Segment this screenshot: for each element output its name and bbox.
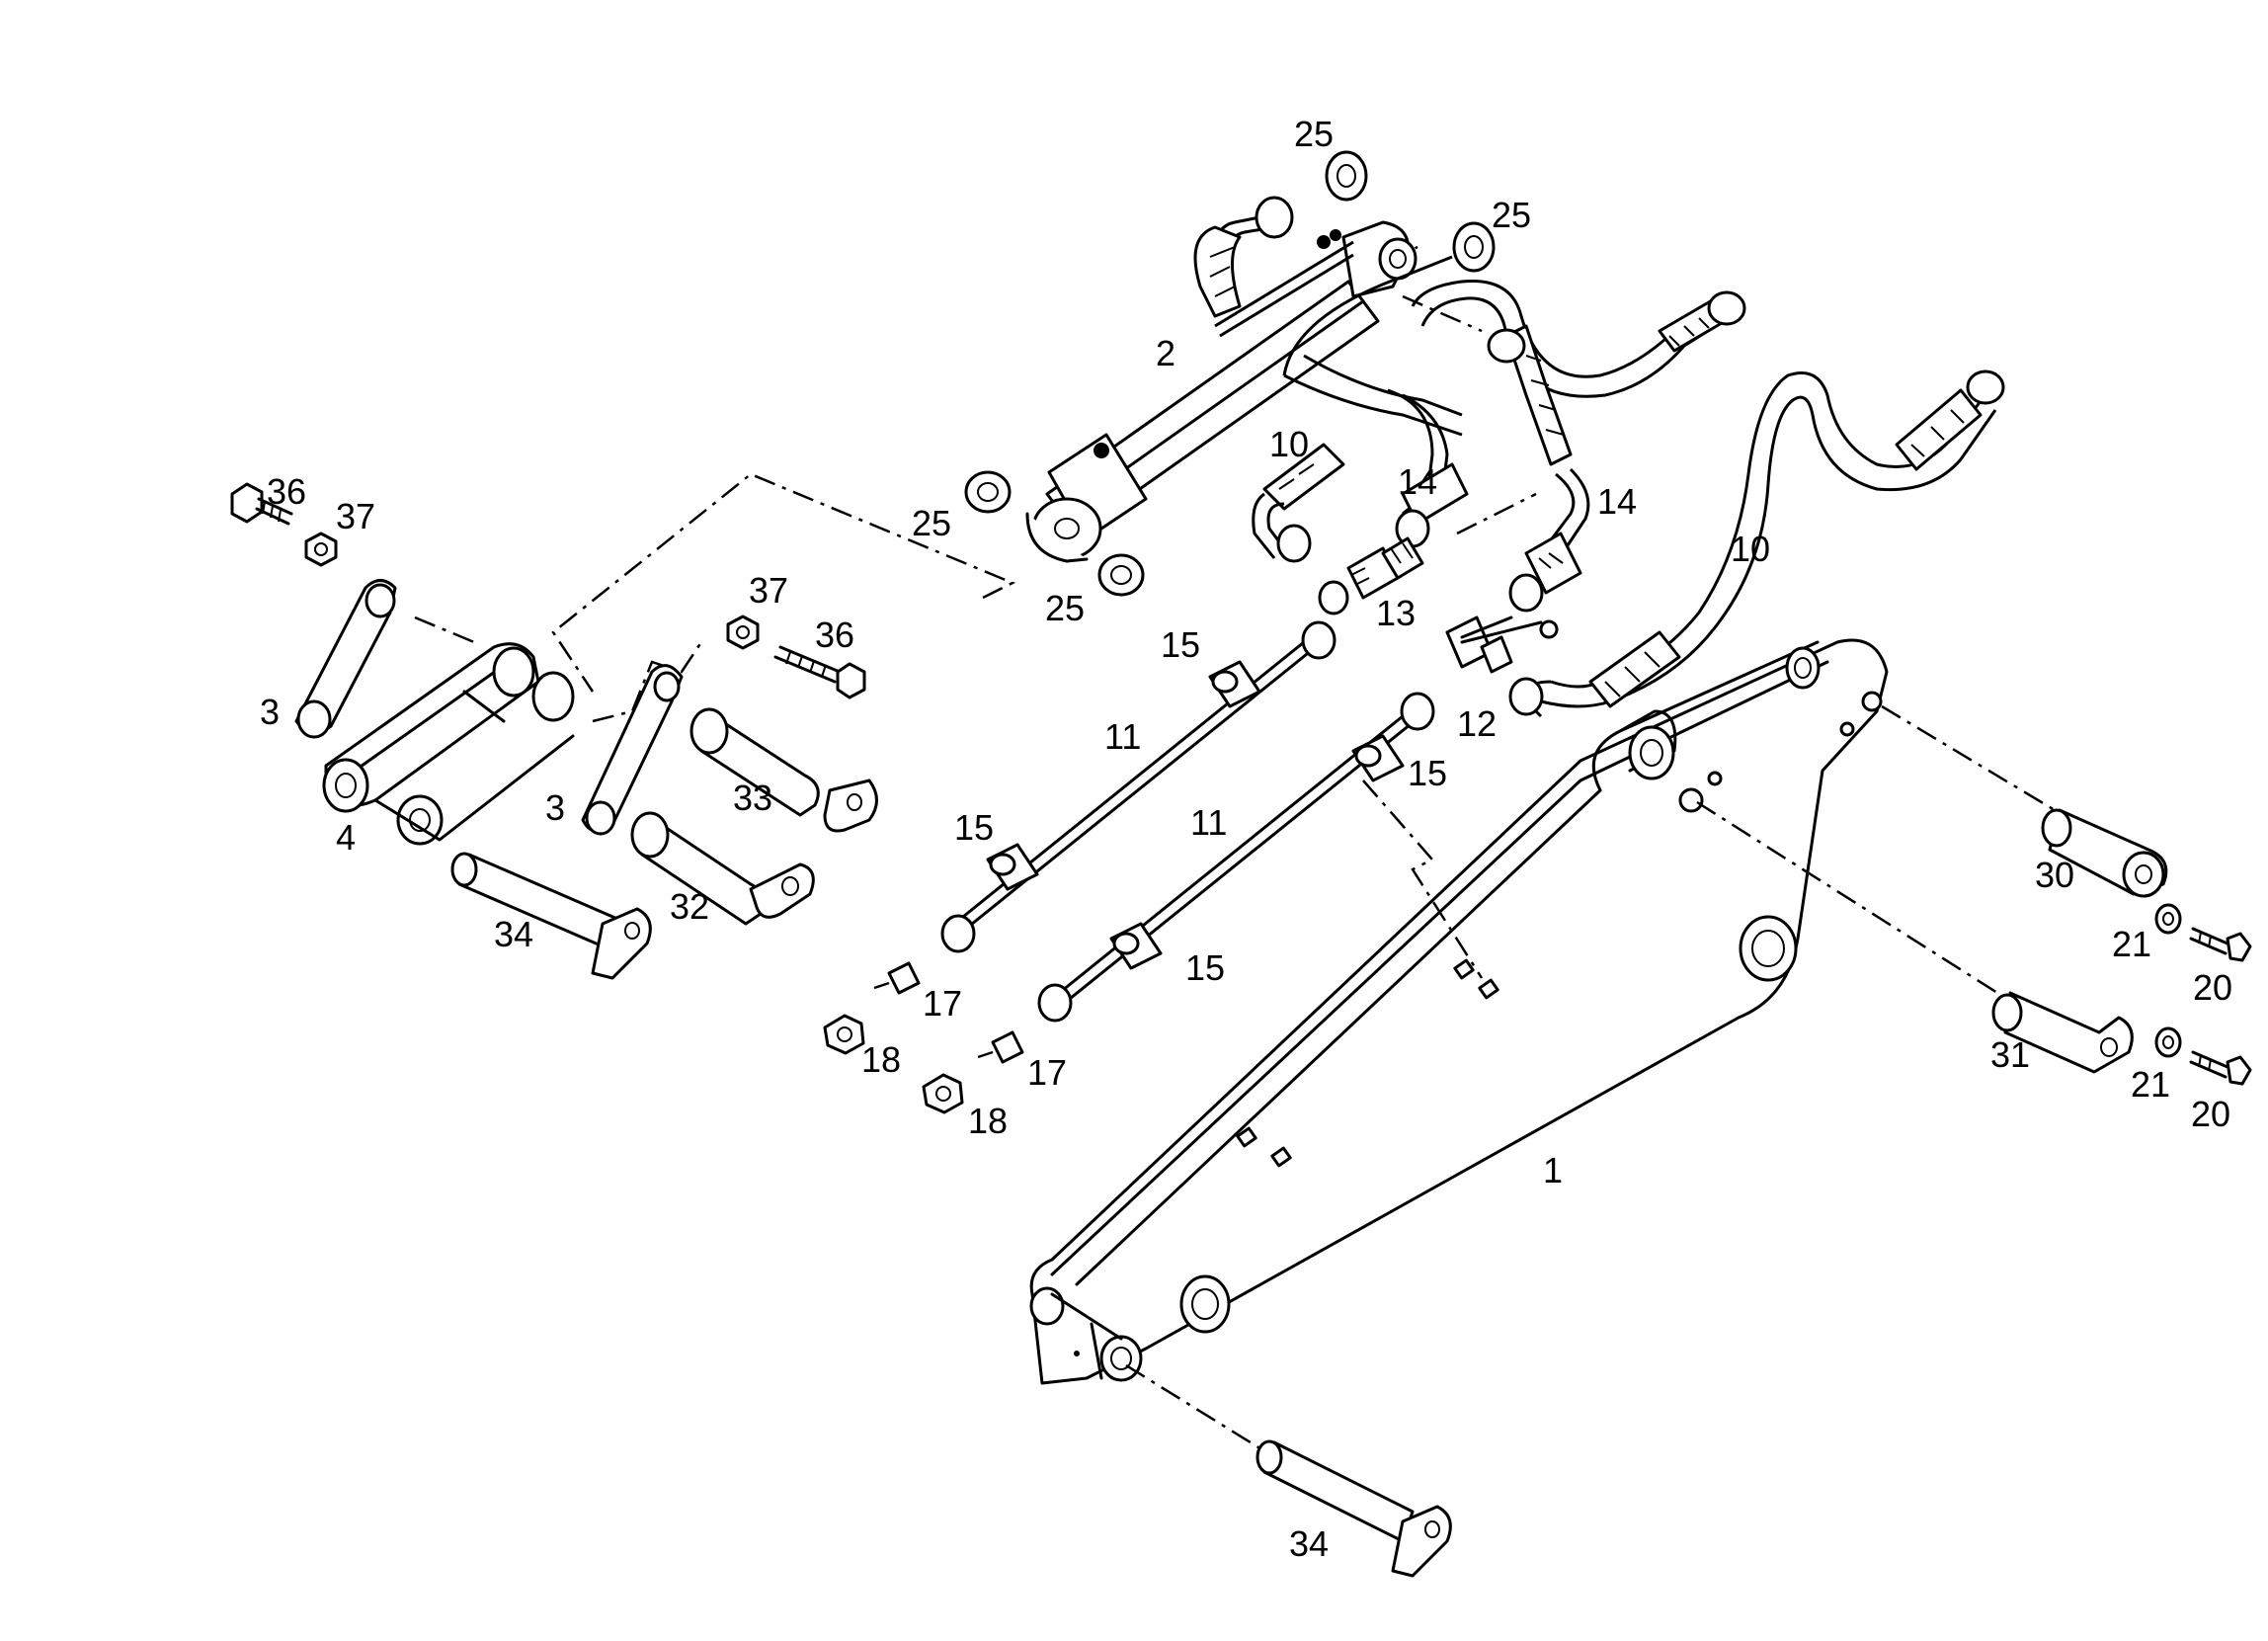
- label-bolt-20a: 20: [2193, 967, 2232, 1008]
- label-washer-21b: 21: [2131, 1064, 2170, 1105]
- label-washer-25a: 25: [1294, 114, 1334, 154]
- label-bolt-36a: 36: [267, 471, 306, 512]
- label-pin-34a: 34: [494, 914, 533, 954]
- label-washer-21a: 21: [2112, 924, 2151, 964]
- label-fitting-13: 13: [1376, 593, 1416, 633]
- label-hose-14b: 14: [1597, 481, 1637, 522]
- clamps-15: [986, 660, 1405, 970]
- label-fitting-12: 12: [1457, 703, 1497, 744]
- label-washer-25b: 25: [1492, 195, 1531, 235]
- part-labels: 1 2 3 3 4 10 10 11 11 12 13 14 14 15 15 …: [260, 114, 2232, 1564]
- label-pipe-11a: 11: [1104, 716, 1141, 757]
- label-pin-33: 33: [733, 778, 772, 818]
- label-clamp-15d: 15: [1185, 947, 1225, 988]
- label-pin-30: 30: [2035, 855, 2074, 895]
- pipes: [940, 620, 1435, 1023]
- label-nipple-17a: 17: [923, 983, 962, 1024]
- assembly-lines: [414, 245, 2056, 1459]
- label-hose-14a: 14: [1398, 461, 1437, 502]
- label-pipe-11b: 11: [1190, 802, 1227, 843]
- label-nipple-17b: 17: [1027, 1052, 1067, 1093]
- label-washer-25d: 25: [1045, 588, 1085, 628]
- fasteners: [230, 482, 2252, 1086]
- hydraulic-cylinder: [1025, 196, 1418, 563]
- label-link-left: 3: [260, 692, 280, 732]
- nipples-nuts: [823, 961, 1024, 1114]
- label-bolt-36b: 36: [815, 615, 854, 655]
- label-rocker: 4: [336, 817, 356, 858]
- label-hose-10b: 10: [1731, 529, 1770, 569]
- label-clamp-15c: 15: [954, 807, 994, 848]
- label-boom: 1: [1543, 1150, 1563, 1190]
- label-link-right: 3: [545, 787, 565, 828]
- label-clamp-15a: 15: [1161, 624, 1200, 665]
- label-nut-18b: 18: [968, 1101, 1008, 1141]
- label-washer-25c: 25: [912, 503, 951, 543]
- hoses: [1252, 255, 2005, 718]
- label-clamp-15b: 15: [1408, 753, 1447, 793]
- links-3: [294, 579, 684, 836]
- pins: [450, 707, 2168, 1578]
- label-bolt-20b: 20: [2191, 1094, 2230, 1134]
- label-pin-31: 31: [1990, 1034, 2030, 1075]
- label-hose-10a: 10: [1269, 424, 1309, 464]
- fittings: [1318, 536, 1559, 674]
- label-pin-32: 32: [670, 886, 709, 927]
- label-cylinder: 2: [1156, 333, 1175, 373]
- washers-25: [964, 150, 1496, 597]
- label-pin-34b: 34: [1289, 1523, 1329, 1564]
- rocker-linkage: [322, 642, 575, 846]
- label-nut-37b: 37: [749, 570, 788, 611]
- label-nut-18a: 18: [861, 1039, 901, 1080]
- label-nut-37a: 37: [336, 496, 375, 536]
- boom-arm: [1029, 638, 1889, 1385]
